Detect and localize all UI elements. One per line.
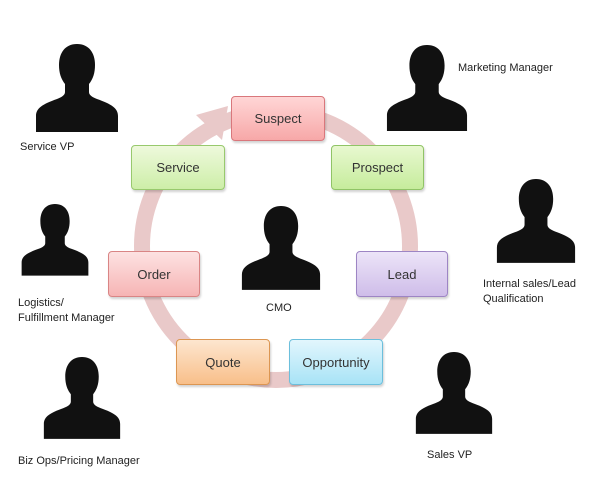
stage-lead: Lead [356,251,448,297]
marketing-manager-person-icon [385,42,469,132]
cmo-person-icon [240,203,322,291]
internal-sales-label: Internal sales/Lead Qualification [483,278,576,305]
service-vp-person-icon [34,42,120,132]
marketing-manager-label: Marketing Manager [458,62,553,74]
cmo-label: CMO [266,302,292,314]
sales-vp-label: Sales VP [427,449,473,461]
logistics-label: Logistics/ Fulfillment Manager [18,297,115,324]
stage-order: Order [108,251,200,297]
internal-sales-person-icon [495,175,577,265]
stage-service: Service [131,145,225,190]
biz-ops-person-icon [42,352,122,442]
logistics-person-icon [20,195,90,283]
biz-ops-label: Biz Ops/Pricing Manager [18,455,140,467]
sales-vp-person-icon [414,347,494,437]
service-vp-label: Service VP [20,141,75,153]
stage-prospect: Prospect [331,145,424,190]
stage-quote: Quote [176,339,270,385]
stage-opportunity: Opportunity [289,339,383,385]
stage-suspect: Suspect [231,96,325,141]
